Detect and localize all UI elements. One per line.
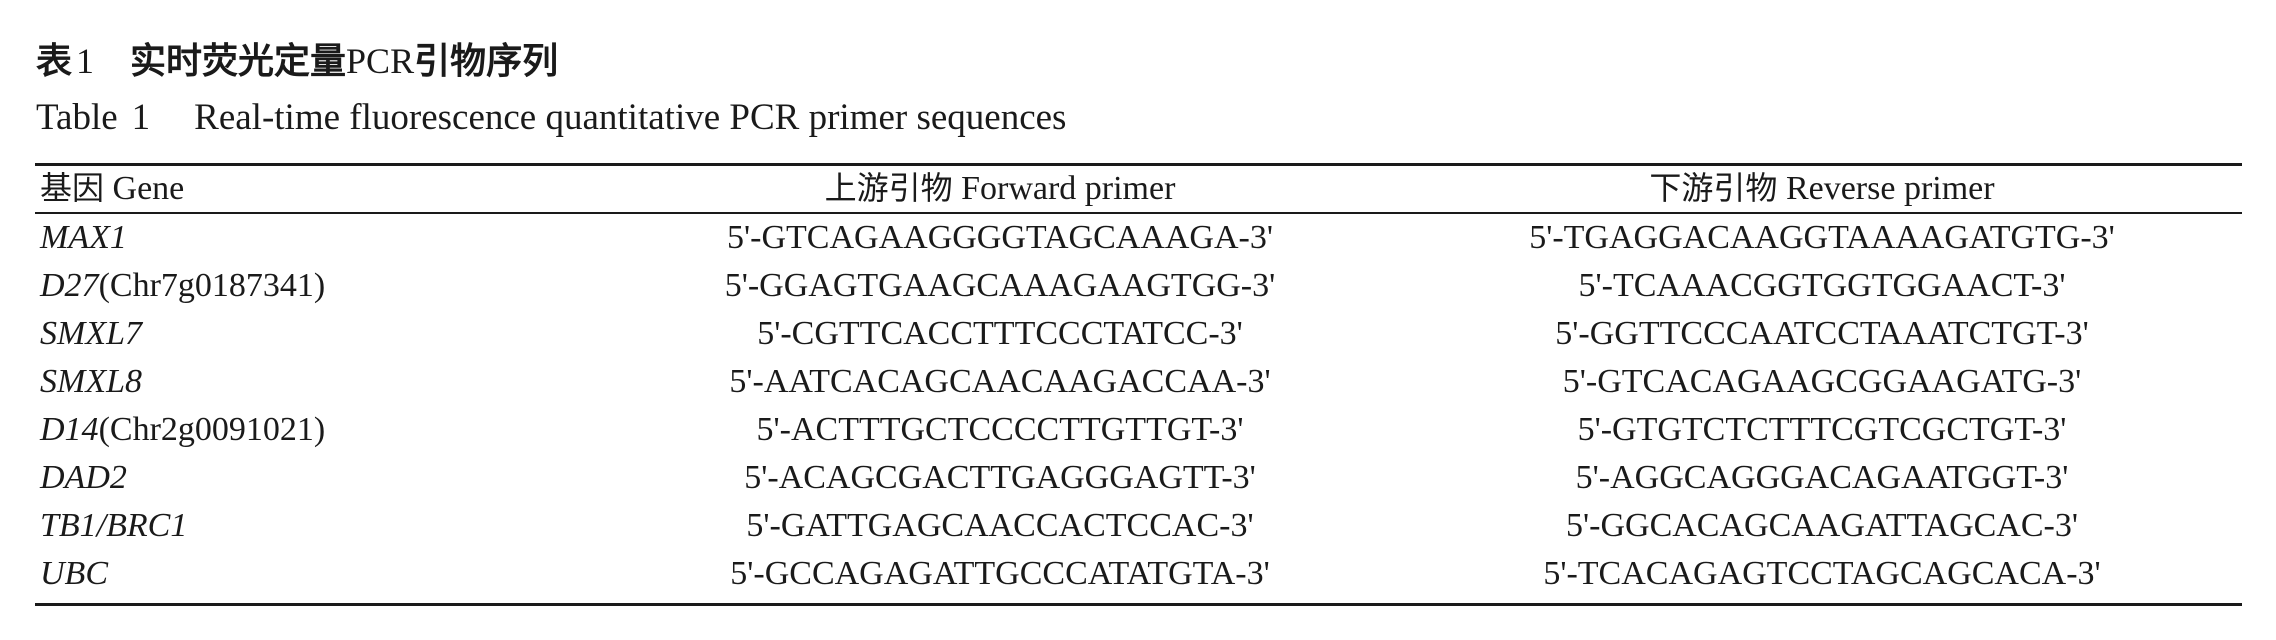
caption-en-label: Table (36, 97, 118, 138)
table-row: DAD2 5'-ACAGCGACTTGAGGGAGTT-3' 5'-AGGCAG… (0, 454, 2276, 502)
table-row: D27(Chr7g0187341) 5'-GGAGTGAAGCAAAGAAGTG… (0, 262, 2276, 310)
gene-name: D27 (40, 267, 99, 304)
forward-primer-cell: 5'-GGAGTGAAGCAAAGAAGTGG-3' (724, 267, 1276, 304)
header-reverse-primer: 下游引物 Reverse primer (1649, 164, 1994, 213)
forward-primer-cell: 5'-ACTTTGCTCCCCTTGTTGT-3' (756, 411, 1244, 448)
header-gene-zh: 基因 (40, 169, 105, 207)
gene-cell: D27(Chr7g0187341) (40, 262, 325, 310)
gene-name: D14 (40, 411, 99, 448)
caption-zh-title-post: 引物序列 (414, 41, 559, 82)
table-bottom-rule (35, 603, 2242, 606)
forward-primer-cell: 5'-GATTGAGCAACCACTCCAC-3' (746, 507, 1254, 544)
reverse-primer-cell: 5'-TGAGGACAAGGTAAAAGATGTG-3' (1529, 219, 2115, 256)
forward-primer-cell: 5'-ACAGCGACTTGAGGGAGTT-3' (744, 459, 1256, 496)
forward-primer-cell: 5'-CGTTCACCTTTCCCTATCC-3' (757, 315, 1243, 352)
caption-zh-label: 表 (36, 41, 73, 82)
caption-zh-title-pcr: PCR (346, 41, 415, 81)
gene-cell: DAD2 (40, 454, 127, 502)
table-row: SMXL8 5'-AATCACAGCAACAAGACCAA-3' 5'-GTCA… (0, 358, 2276, 406)
header-reverse-en: Reverse primer (1785, 170, 1995, 207)
gene-name: TB1/BRC1 (40, 507, 188, 544)
header-forward-en: Forward primer (961, 170, 1176, 207)
gene-cell: D14(Chr2g0091021) (40, 406, 325, 454)
caption-zh-title-pre: 实时荧光定量 (130, 41, 347, 82)
table-row: UBC 5'-GCCAGAGATTGCCCATATGTA-3' 5'-TCACA… (0, 550, 2276, 598)
reverse-primer-cell: 5'-AGGCAGGGACAGAATGGT-3' (1575, 459, 2069, 496)
header-forward-primer: 上游引物 Forward primer (825, 164, 1176, 213)
forward-primer-cell: 5'-AATCACAGCAACAAGACCAA-3' (729, 363, 1271, 400)
reverse-primer-cell: 5'-GGCACAGCAAGATTAGCAC-3' (1566, 507, 2078, 544)
gene-cell: SMXL7 (40, 310, 142, 358)
gene-name: MAX1 (40, 219, 127, 256)
table-row: TB1/BRC1 5'-GATTGAGCAACCACTCCAC-3' 5'-GG… (0, 502, 2276, 550)
table-row: MAX1 5'-GTCAGAAGGGGTAGCAAAGA-3' 5'-TGAGG… (0, 214, 2276, 262)
gene-suffix: (Chr7g0187341) (98, 267, 326, 304)
gene-cell: MAX1 (40, 214, 127, 262)
reverse-primer-cell: 5'-TCAAACGGTGGTGGAACT-3' (1578, 267, 2066, 304)
header-reverse-zh: 下游引物 (1649, 169, 1778, 207)
reverse-primer-cell: 5'-GTCACAGAAGCGGAAGATG-3' (1562, 363, 2082, 400)
reverse-primer-cell: 5'-GGTTCCCAATCCTAAATCTGT-3' (1555, 315, 2089, 352)
gene-name: DAD2 (40, 459, 127, 496)
reverse-primer-cell: 5'-GTGTCTCTTTCGTCGCTGT-3' (1577, 411, 2067, 448)
gene-cell: UBC (40, 550, 108, 598)
table-row: SMXL7 5'-CGTTCACCTTTCCCTATCC-3' 5'-GGTTC… (0, 310, 2276, 358)
gene-suffix: (Chr2g0091021) (98, 411, 326, 448)
gene-name: SMXL8 (40, 363, 142, 400)
reverse-primer-cell: 5'-TCACAGAGTCCTAGCAGCACA-3' (1543, 555, 2101, 592)
table-caption-english: Table 1 Real-time fluorescence quantitativ… (36, 93, 1066, 143)
gene-cell: SMXL8 (40, 358, 142, 406)
header-gene-en: Gene (112, 170, 185, 207)
header-gene: 基因 Gene (40, 164, 184, 213)
forward-primer-cell: 5'-GCCAGAGATTGCCCATATGTA-3' (730, 555, 1270, 592)
caption-en-number: 1 (131, 97, 151, 138)
gene-cell: TB1/BRC1 (40, 502, 187, 550)
table-header-rule (35, 212, 2242, 214)
caption-zh-number: 1 (76, 41, 95, 81)
table-top-rule (35, 163, 2242, 166)
table-row: D14(Chr2g0091021) 5'-ACTTTGCTCCCCTTGTTGT… (0, 406, 2276, 454)
header-forward-zh: 上游引物 (824, 169, 953, 207)
table-header-row: 基因 Gene 上游引物 Forward primer 下游引物 Reverse… (0, 164, 2276, 212)
caption-en-title: Real-time fluorescence quantitative PCR … (194, 97, 1067, 138)
forward-primer-cell: 5'-GTCAGAAGGGGTAGCAAAGA-3' (727, 219, 1273, 256)
gene-name: SMXL7 (40, 315, 142, 352)
gene-name: UBC (40, 555, 108, 592)
